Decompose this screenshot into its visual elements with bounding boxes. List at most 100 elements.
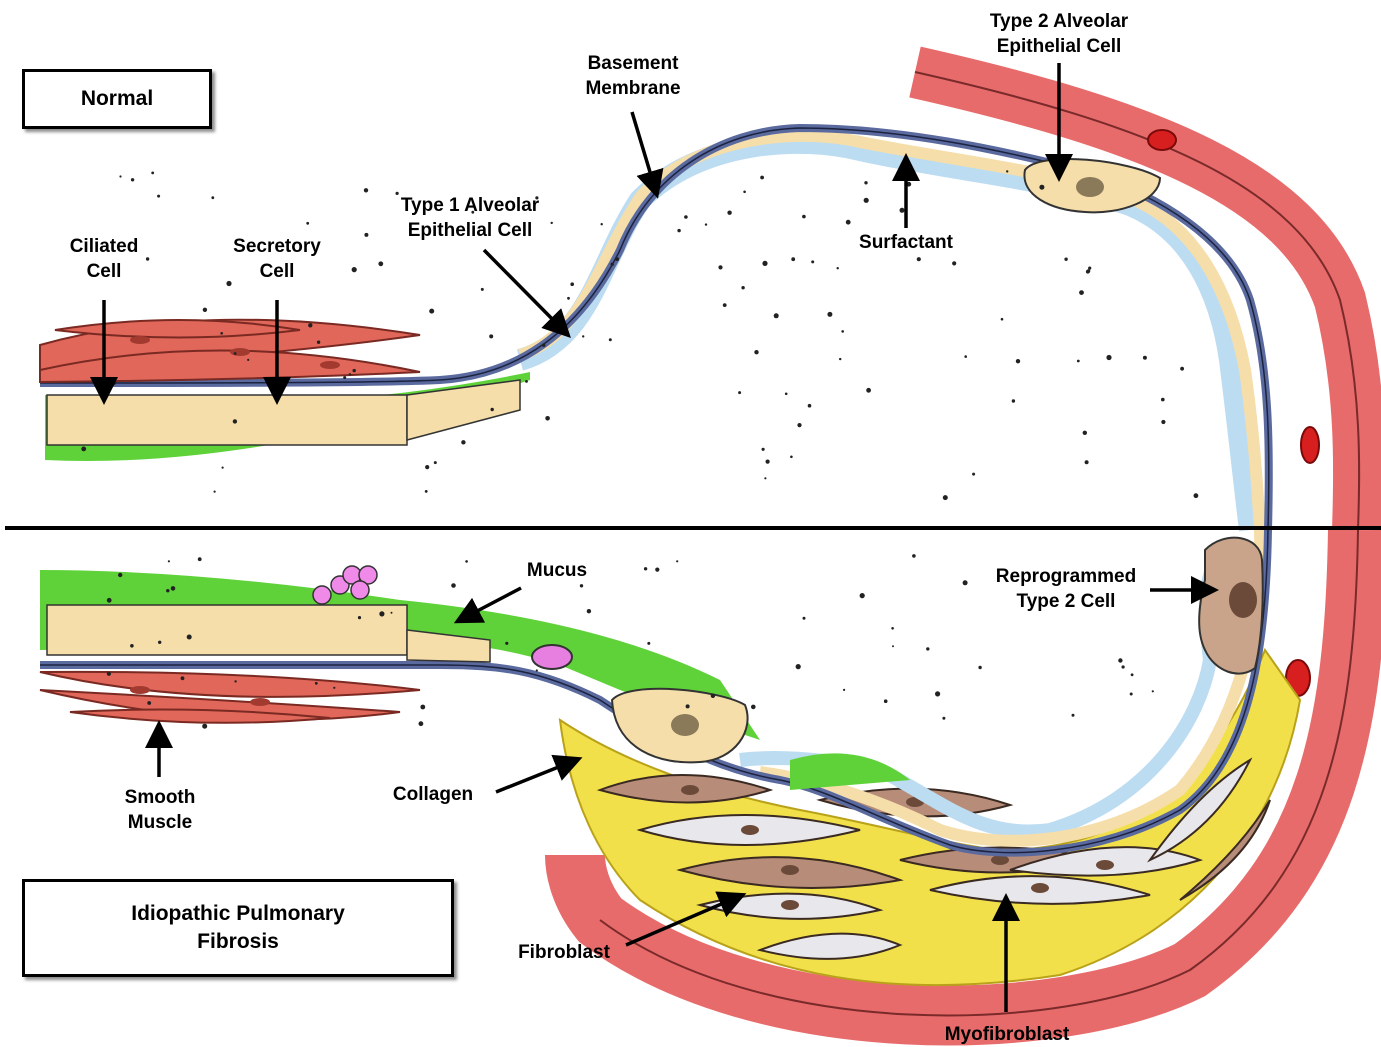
normal-panel-title: Normal xyxy=(22,69,212,129)
particle-dot xyxy=(1131,673,1134,676)
particle-dot xyxy=(978,666,981,669)
particle-dot xyxy=(378,261,383,266)
particle-dot xyxy=(751,705,756,710)
particle-dot xyxy=(234,352,237,355)
particle-dot xyxy=(1072,714,1075,717)
particle-dot xyxy=(587,609,591,613)
particle-dot xyxy=(505,642,508,645)
blood-vessel-upper xyxy=(915,72,1359,530)
particle-dot xyxy=(580,584,583,587)
particle-dot xyxy=(860,593,865,598)
particle-dot xyxy=(1122,665,1125,668)
particle-dot xyxy=(234,680,236,682)
particle-dot xyxy=(764,477,766,479)
particle-dot xyxy=(926,647,929,650)
particle-dot xyxy=(647,642,650,645)
particle-dot xyxy=(379,611,384,616)
particle-dot xyxy=(644,567,647,570)
particle-dot xyxy=(790,456,793,459)
particle-dot xyxy=(166,589,169,592)
particle-dot xyxy=(107,672,111,676)
particle-dot xyxy=(465,560,468,563)
particle-dot xyxy=(542,344,545,347)
label-smooth-muscle: Smooth Muscle xyxy=(115,785,205,835)
particle-dot xyxy=(349,373,351,375)
particle-dot xyxy=(718,265,722,269)
particle-dot xyxy=(972,473,975,476)
particle-dot xyxy=(1194,493,1199,498)
particle-dot xyxy=(343,376,346,379)
particle-dot xyxy=(1016,359,1020,363)
particle-dot xyxy=(1087,269,1091,273)
particle-dot xyxy=(711,694,715,698)
particle-dot xyxy=(1085,460,1089,464)
particle-dot xyxy=(202,724,207,729)
particle-dot xyxy=(1152,690,1154,692)
particle-dot xyxy=(1161,420,1165,424)
particle-dot xyxy=(1130,693,1133,696)
particle-dot xyxy=(760,176,764,180)
particle-dot xyxy=(317,341,320,344)
particle-dot xyxy=(147,701,151,705)
particle-dot xyxy=(912,554,916,558)
ipf-title-text: Idiopathic Pulmonary Fibrosis xyxy=(108,900,368,956)
particle-dot xyxy=(797,423,801,427)
particle-dot xyxy=(892,645,894,647)
ipf-panel-title: Idiopathic Pulmonary Fibrosis xyxy=(22,879,454,977)
particle-dot xyxy=(963,580,968,585)
particle-dot xyxy=(315,682,318,685)
particle-dot xyxy=(864,198,869,203)
particle-dot xyxy=(774,313,779,318)
label-ciliated-cell: Ciliated Cell xyxy=(59,234,149,284)
particle-dot xyxy=(900,208,905,213)
particle-dot xyxy=(429,309,434,314)
particle-dot xyxy=(130,644,134,648)
particle-dot xyxy=(1180,367,1184,371)
particle-dot xyxy=(308,323,312,327)
particle-dot xyxy=(935,691,940,696)
particle-dot xyxy=(1143,356,1147,360)
particle-dot xyxy=(841,330,844,333)
particle-dot xyxy=(119,175,121,177)
particle-dot xyxy=(655,568,659,572)
particle-dot xyxy=(1077,360,1080,363)
particle-dot xyxy=(1001,318,1004,321)
red-blood-cell xyxy=(1301,427,1319,463)
particle-dot xyxy=(214,491,216,493)
particle-dot xyxy=(158,641,161,644)
particle-dot xyxy=(434,461,437,464)
particle-dot xyxy=(220,332,223,335)
particle-dot xyxy=(181,676,185,680)
particle-dot xyxy=(306,222,309,225)
label-myofibroblast: Myofibroblast xyxy=(945,1022,1070,1047)
particle-dot xyxy=(567,297,570,300)
particle-dot xyxy=(811,260,814,263)
particle-dot xyxy=(391,612,393,614)
particle-dot xyxy=(333,687,335,689)
particle-dot xyxy=(762,448,765,451)
particle-dot xyxy=(545,416,550,421)
particle-dot xyxy=(233,419,237,423)
particle-dot xyxy=(489,334,493,338)
particle-dot xyxy=(686,704,690,708)
particle-dot xyxy=(727,211,731,215)
label-type1-cell: Type 1 Alveolar Epithelial Cell xyxy=(383,193,558,243)
particle-dot xyxy=(1079,290,1084,295)
smooth-muscle-normal xyxy=(40,320,420,382)
label-type2-cell: Type 2 Alveolar Epithelial Cell xyxy=(972,9,1147,59)
particle-dot xyxy=(846,220,851,225)
particle-dot xyxy=(843,689,845,691)
particle-dot xyxy=(943,495,948,500)
particle-dot xyxy=(222,467,224,469)
particle-dot xyxy=(791,257,795,261)
particle-dot xyxy=(743,191,746,194)
particle-dot xyxy=(168,560,170,562)
particle-dot xyxy=(785,393,788,396)
particle-dot xyxy=(157,195,160,198)
particle-dot xyxy=(891,627,894,630)
smooth-muscle-disease xyxy=(40,672,420,723)
particle-dot xyxy=(582,335,584,337)
particle-dot xyxy=(942,717,945,720)
particle-dot xyxy=(420,705,425,710)
particle-dot xyxy=(353,369,356,372)
